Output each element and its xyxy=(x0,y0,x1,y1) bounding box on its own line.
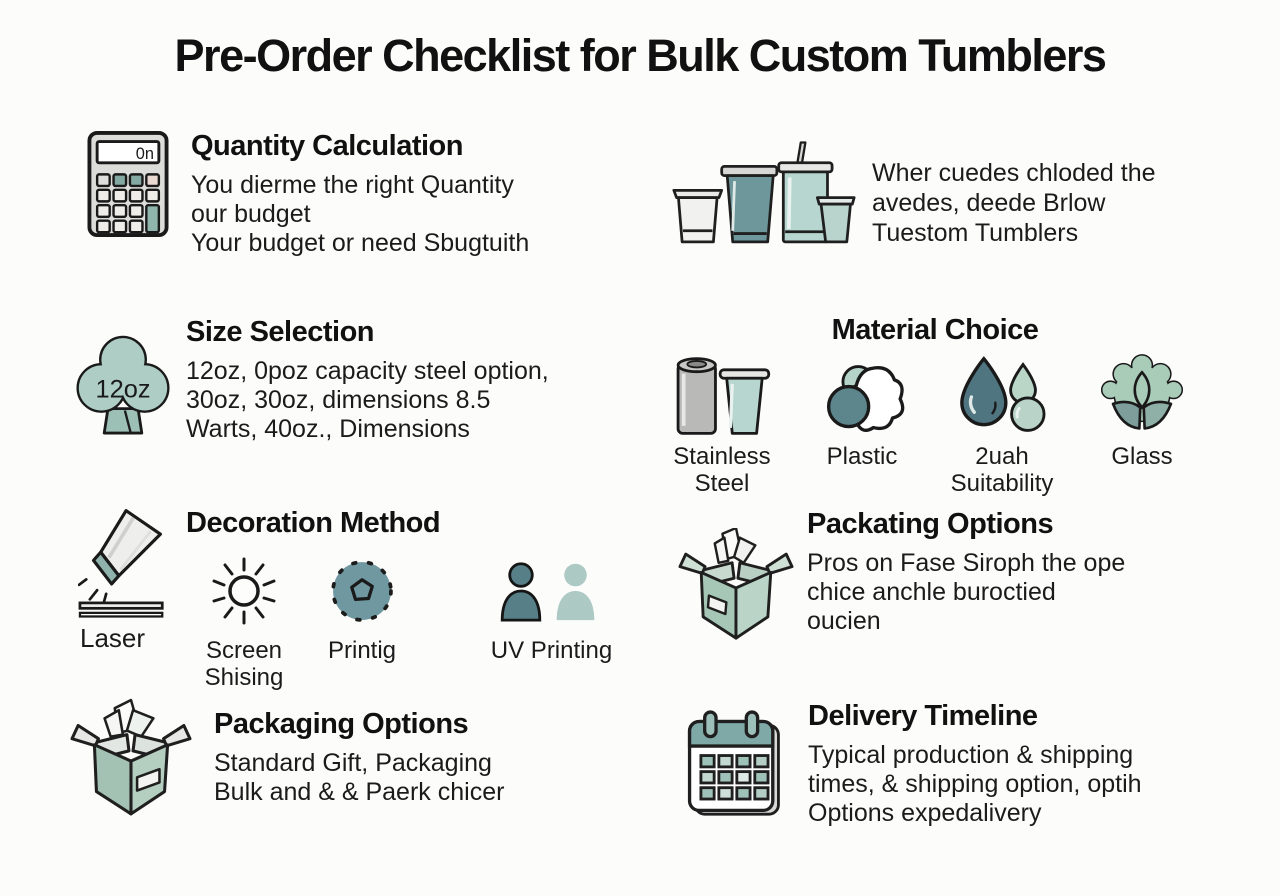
section-size-selection: 12oz Size Selection 12oz, 0poz capacity … xyxy=(76,316,549,446)
material-label-suitability: 2uah Suitability xyxy=(950,443,1054,497)
material-item-stainless: Stainless Steel xyxy=(652,351,792,497)
packaging-body: Standard Gift, Packaging Bulk and & & Pa… xyxy=(214,749,505,806)
packaging-heading: Packaging Options xyxy=(214,708,469,740)
calculator-icon: 0n xyxy=(85,130,171,258)
water-drops-icon xyxy=(953,351,1051,439)
size-icon-label: 12oz xyxy=(95,375,150,403)
open-box-tissue-icon xyxy=(675,528,807,642)
people-icon xyxy=(494,549,610,633)
section-decoration-method: Laser Decoration Method xyxy=(78,505,648,691)
page-title: Pre-Order Checklist for Bulk Custom Tumb… xyxy=(174,30,1107,81)
delivery-heading: Delivery Timeline xyxy=(808,700,1038,732)
section-packating-options: Packating Options Pros on Fase Siroph th… xyxy=(675,508,1125,642)
decoration-label-printig: Printig xyxy=(327,637,397,664)
material-item-glass: Glass xyxy=(1072,351,1212,497)
decoration-item-screen: Screen Shising xyxy=(188,549,300,691)
laser-label: Laser xyxy=(80,623,146,653)
calendar-icon xyxy=(682,706,798,828)
quantity-heading: Quantity Calculation xyxy=(191,130,463,162)
material-label-glass: Glass xyxy=(1111,443,1173,470)
section-packaging-options: Packaging Options Standard Gift, Packagi… xyxy=(70,698,504,818)
section-quantity-calculation: 0n Quantity Calculation You dier xyxy=(85,130,529,258)
gift-box-icon xyxy=(70,698,198,818)
tumblers-group-icon xyxy=(672,138,856,250)
quantity-body: You dierme the right Quantity our budget… xyxy=(191,171,530,257)
decoration-label-uv: UV Printing xyxy=(490,637,613,664)
section-tumblers-note: Wher cuedes chloded the avedes, deede Br… xyxy=(672,138,1156,250)
material-label-plastic: Plastic xyxy=(826,443,898,470)
decoration-heading: Decoration Method xyxy=(186,507,441,539)
size-heading: Size Selection xyxy=(186,316,375,348)
calculator-display: 0n xyxy=(136,145,154,163)
print-pad-icon xyxy=(320,549,404,633)
sun-icon xyxy=(204,549,284,633)
laser-icon xyxy=(78,507,178,621)
decoration-item-uv: UV Printing xyxy=(464,549,639,691)
decoration-label-screen: Screen Shising xyxy=(204,637,284,691)
glass-eco-icon xyxy=(1098,351,1186,439)
delivery-body: Typical production & shipping times, & s… xyxy=(808,741,1142,827)
material-item-suitability: 2uah Suitability xyxy=(932,351,1072,497)
section-delivery-timeline: Delivery Timeline Typical production & s… xyxy=(682,700,1142,828)
size-body: 12oz, 0poz capacity steel option, 30oz, … xyxy=(186,357,549,443)
packating-body: Pros on Fase Siroph the ope chice anchle… xyxy=(807,549,1126,635)
stainless-steel-icon xyxy=(669,351,775,439)
size-12oz-icon: 12oz xyxy=(76,328,172,446)
plastic-icon xyxy=(813,351,911,439)
material-heading: Material Choice xyxy=(831,314,1039,346)
section-material-choice: Material Choice Stainless Steel xyxy=(652,314,1218,497)
material-label-stainless: Stainless Steel xyxy=(673,443,771,497)
tumblers-note-body: Wher cuedes chloded the avedes, deede Br… xyxy=(872,159,1156,247)
material-item-plastic: Plastic xyxy=(792,351,932,497)
packating-heading: Packating Options xyxy=(807,508,1054,540)
decoration-item-printig: Printig xyxy=(308,549,416,691)
